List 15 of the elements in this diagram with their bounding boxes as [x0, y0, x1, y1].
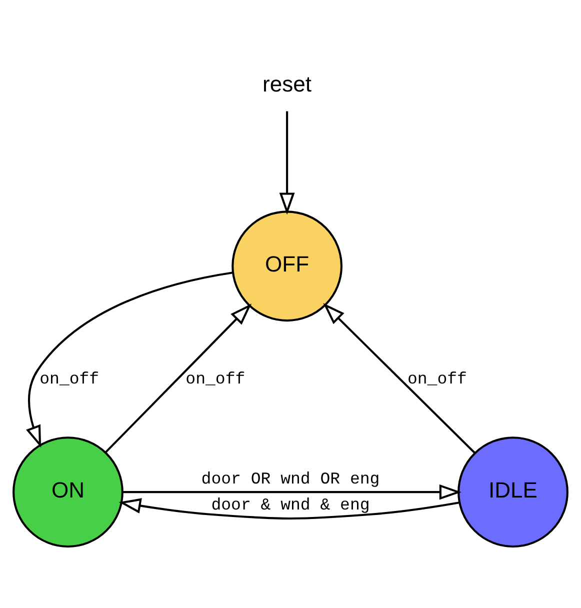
edge-label: on_off — [408, 369, 467, 388]
node-circle: OFF — [232, 210, 343, 322]
edge-label: door & wnd & eng — [211, 495, 370, 514]
arrow — [122, 484, 462, 500]
node-circle: ON — [12, 436, 124, 548]
arrow — [279, 111, 295, 215]
arrow — [104, 304, 252, 454]
node-text: reset — [262, 72, 312, 97]
arrow — [323, 303, 476, 454]
edge-label: on_off — [186, 369, 246, 388]
arrow — [26, 272, 233, 448]
arrow — [118, 498, 460, 520]
edge-label: on_off — [40, 369, 100, 388]
edge-label: door OR wnd OR eng — [201, 469, 380, 488]
node-circle: IDLE — [458, 436, 568, 548]
